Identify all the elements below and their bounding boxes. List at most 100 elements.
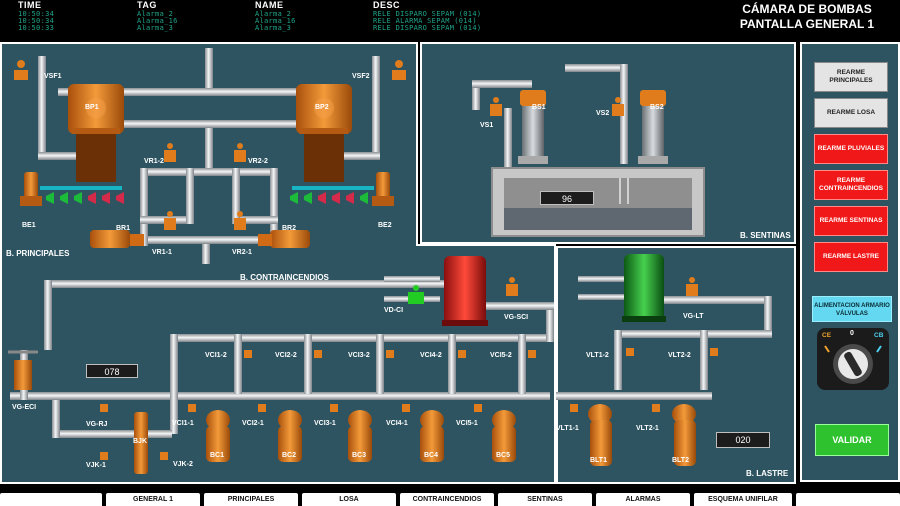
tank-green[interactable]: [622, 254, 666, 322]
tank-red[interactable]: [442, 256, 488, 326]
alarm-row-time: 10:50:34: [18, 17, 55, 25]
tag-vci11: VCI1-1: [172, 420, 194, 427]
alarm-row-tag: Alarma_3: [137, 24, 174, 32]
pump-blt1[interactable]: [588, 404, 612, 466]
valve-vr21[interactable]: [234, 211, 246, 230]
selector-cb-label: CB: [874, 332, 884, 339]
valves-vci-lower[interactable]: [100, 404, 482, 460]
validar-button[interactable]: VALIDAR: [815, 424, 889, 456]
alarm-col-time: TIME: [18, 0, 42, 10]
tag-vlt22: VLT2-2: [668, 352, 691, 359]
pump-bp1[interactable]: [68, 84, 124, 182]
tag-bc3: BC3: [352, 452, 367, 459]
sentinas-level-display: 96: [540, 191, 594, 205]
label-sentinas: B. SENTINAS: [740, 231, 791, 240]
principales-pipes: [38, 48, 380, 264]
tab-sentinas[interactable]: SENTINAS: [498, 493, 592, 506]
tag-vjk1: VJK-1: [86, 462, 106, 469]
contraincendios-value-display: 078: [86, 364, 138, 378]
valve-vsf2[interactable]: [392, 60, 406, 80]
alarm-row-desc: RELE DISPARO SEPAM (014): [373, 10, 482, 18]
pump-bp2[interactable]: [296, 84, 352, 182]
tag-blt2: BLT2: [672, 457, 689, 464]
alarm-list[interactable]: TIME TAG NAME DESC 10:50:34 Alarma_2 Ala…: [0, 0, 720, 36]
valve-vr22[interactable]: [234, 143, 246, 162]
valve-vgeci[interactable]: [8, 350, 38, 390]
tab-esquema-unifilar[interactable]: ESQUEMA UNIFILAR: [694, 493, 792, 506]
selector-switch[interactable]: CE 0 CB: [817, 328, 889, 390]
tag-vr11: VR1-1: [152, 249, 172, 256]
valve-vsf1[interactable]: [14, 60, 28, 80]
valve-chain-right: [290, 186, 374, 204]
tag-vs2: VS2: [596, 110, 610, 117]
tag-vr12: VR1-2: [144, 158, 164, 165]
selector-0-label: 0: [850, 330, 854, 337]
valve-vdci[interactable]: [408, 285, 424, 304]
pump-bc5[interactable]: [492, 410, 516, 462]
alarm-row-time: 10:50:33: [18, 24, 55, 32]
sentinas-tank: [491, 167, 705, 237]
tab-principales[interactable]: PRINCIPALES: [204, 493, 298, 506]
tag-vlt12: VLT1-2: [586, 352, 609, 359]
pump-bs2[interactable]: [638, 90, 668, 164]
alarm-row-name: Alarma_2: [255, 10, 292, 18]
tag-bs1: BS1: [532, 104, 546, 111]
tag-br2: BR2: [282, 225, 297, 232]
pump-be1[interactable]: [20, 172, 42, 206]
pump-bc1[interactable]: [206, 410, 230, 462]
valves-vci-upper[interactable]: [244, 350, 536, 358]
selector-knob-icon: [824, 344, 882, 384]
tab-losa[interactable]: LOSA: [302, 493, 396, 506]
tag-vr22: VR2-2: [248, 158, 268, 165]
tag-bp2: BP2: [315, 104, 329, 111]
tag-vglt: VG-LT: [683, 313, 704, 320]
pump-be2[interactable]: [372, 172, 394, 206]
tag-vgeci: VG-ECI: [12, 404, 37, 411]
tag-bjk: BJK: [133, 438, 148, 445]
rearme-lastre-button[interactable]: REARME LASTRE: [814, 242, 888, 272]
alarm-row-desc: RELE ALARMA SEPAM (014): [373, 17, 477, 25]
pump-br2[interactable]: [258, 230, 310, 248]
valves-vlt[interactable]: [570, 348, 718, 412]
title-line1: CÁMARA DE BOMBAS: [742, 2, 872, 16]
alarm-row-time: 10:50:34: [18, 10, 55, 18]
tab-general-1[interactable]: GENERAL 1: [106, 493, 200, 506]
valve-vr12[interactable]: [164, 143, 176, 162]
tag-vci52: VCI5-2: [490, 352, 512, 359]
tag-vci41: VCI4-1: [386, 420, 408, 427]
alarm-col-tag: TAG: [137, 0, 157, 10]
valve-vs1[interactable]: [490, 97, 502, 116]
pump-br1[interactable]: [90, 230, 144, 248]
tag-vci32: VCI3-2: [348, 352, 370, 359]
pump-blt2[interactable]: [672, 404, 696, 466]
bottom-nav: GENERAL 1 PRINCIPALES LOSA CONTRAINCENDI…: [0, 491, 900, 506]
lastre-value-display: 020: [716, 432, 770, 448]
tab-blank: [0, 493, 102, 506]
alarm-row-tag: Alarma_2: [137, 10, 174, 18]
valve-vgsci[interactable]: [506, 277, 518, 296]
tab-contraincendios[interactable]: CONTRAINCENDIOS: [400, 493, 494, 506]
tag-vdci: VD-CI: [384, 307, 404, 314]
rearme-contraincendios-button[interactable]: REARME CONTRAINCENDIOS: [814, 170, 888, 200]
pump-bc4[interactable]: [420, 410, 444, 462]
rearme-principales-button[interactable]: REARME PRINCIPALES: [814, 62, 888, 92]
selector-ce-label: CE: [822, 332, 832, 339]
valve-vs2[interactable]: [612, 97, 624, 116]
tag-vsf2: VSF2: [352, 73, 370, 80]
pump-bjk[interactable]: [134, 412, 148, 474]
rearme-sentinas-button[interactable]: REARME SENTINAS: [814, 206, 888, 236]
valve-chain-left: [40, 186, 124, 204]
pump-bc3[interactable]: [348, 410, 372, 462]
valve-vglt[interactable]: [686, 277, 698, 296]
tag-bs2: BS2: [650, 104, 664, 111]
rearme-losa-button[interactable]: REARME LOSA: [814, 98, 888, 128]
valve-vr11[interactable]: [164, 211, 176, 230]
tag-bc2: BC2: [282, 452, 297, 459]
label-contraincendios: B. CONTRAINCENDIOS: [240, 273, 329, 282]
pump-bs1[interactable]: [518, 90, 548, 164]
tab-alarmas[interactable]: ALARMAS: [596, 493, 690, 506]
pump-bc2[interactable]: [278, 410, 302, 462]
rearme-pluviales-button[interactable]: REARME PLUVIALES: [814, 134, 888, 164]
